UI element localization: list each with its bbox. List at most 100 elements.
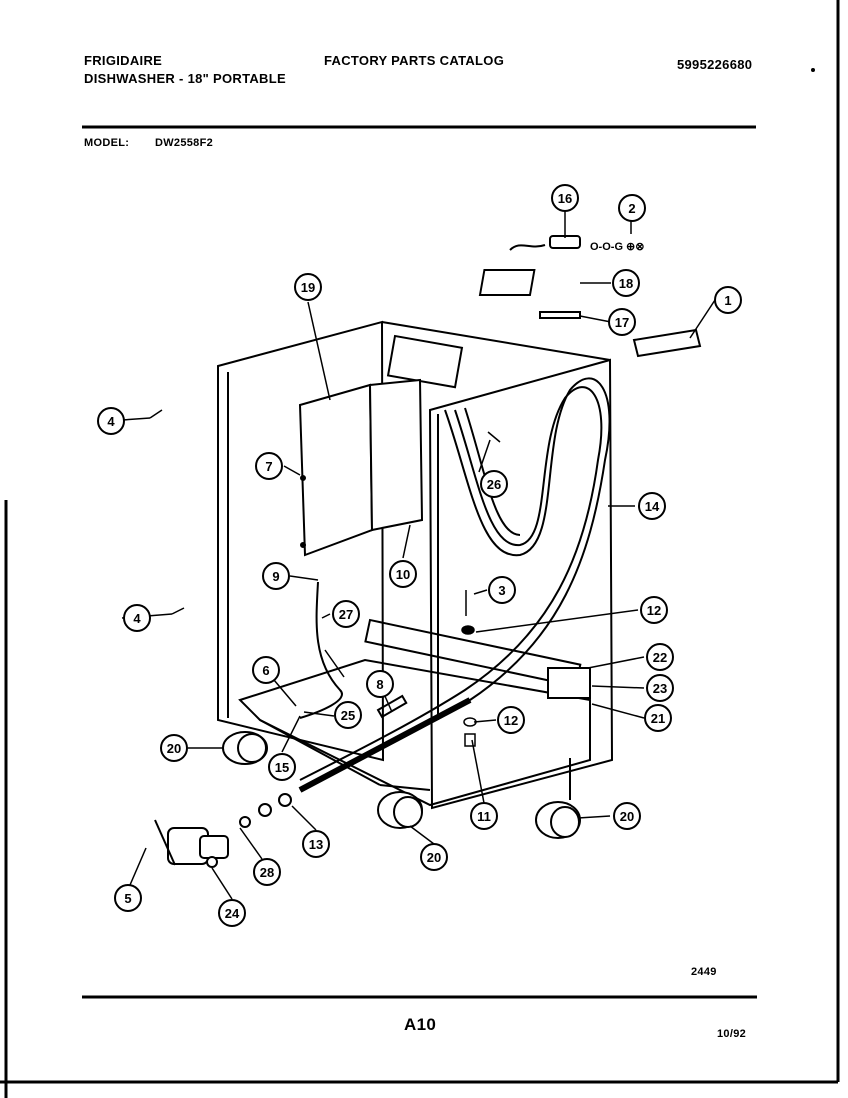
- callout-number: 13: [309, 837, 323, 852]
- callout-circle: [123, 604, 151, 632]
- callout-number: 14: [645, 499, 660, 514]
- callout-circle: [551, 184, 579, 212]
- svg-text:O-O-G ⊕⊗: O-O-G ⊕⊗: [590, 241, 644, 253]
- callout-number: 6: [262, 663, 269, 678]
- callout-number: 21: [651, 711, 665, 726]
- callout-circle: [218, 899, 246, 927]
- callout-number: 5: [124, 891, 131, 906]
- callout-number: 11: [477, 809, 491, 824]
- callout-circle: [253, 858, 281, 886]
- callout-number: 4: [107, 414, 115, 429]
- callout-number: 15: [275, 760, 289, 775]
- callout-circle: [608, 308, 636, 336]
- callout-28: 28: [253, 858, 281, 886]
- callout-number: 18: [619, 276, 633, 291]
- callout-circle: [252, 656, 280, 684]
- callout-1: 1: [714, 286, 742, 314]
- callout-circle: [640, 596, 668, 624]
- callout-circle: [618, 194, 646, 222]
- callout-circle: [488, 576, 516, 604]
- callout-circle: [97, 407, 125, 435]
- callout-number: 22: [653, 650, 667, 665]
- callout-number: 7: [265, 459, 272, 474]
- callout-circle: [470, 802, 498, 830]
- callout-number: 12: [647, 603, 661, 618]
- callout-number: 9: [272, 569, 279, 584]
- callout-number: 20: [427, 850, 441, 865]
- callout-8: 8: [366, 670, 394, 698]
- callout-9: 9: [262, 562, 290, 590]
- casters: [222, 731, 581, 839]
- callout-13: 13: [302, 830, 330, 858]
- callout-12: 12: [497, 706, 525, 734]
- callout-number: 10: [396, 567, 410, 582]
- callout-circle: [612, 269, 640, 297]
- callout-number: 19: [301, 280, 315, 295]
- callout-circle: [366, 670, 394, 698]
- callout-2: 2: [618, 194, 646, 222]
- callout-number: 8: [376, 677, 383, 692]
- callout-circle: [114, 884, 142, 912]
- callout-21: 21: [644, 704, 672, 732]
- callout-circle: [480, 470, 508, 498]
- callout-15: 15: [268, 753, 296, 781]
- callout-circle: [613, 802, 641, 830]
- figure-number: 2449: [691, 966, 717, 978]
- callout-number: 24: [225, 906, 240, 921]
- callout-number: 16: [558, 191, 572, 206]
- callout-circle: [160, 734, 188, 762]
- screws: [149, 409, 501, 747]
- corner-dot: [811, 68, 815, 72]
- callout-number: 12: [504, 713, 518, 728]
- water-valve: [154, 793, 292, 868]
- callout-10: 10: [389, 560, 417, 588]
- callout-number: 1: [724, 293, 731, 308]
- callout-number: 25: [341, 708, 355, 723]
- callout-22: 22: [646, 643, 674, 671]
- callout-number: 2: [628, 201, 635, 216]
- callout-number: 20: [620, 809, 634, 824]
- model-label: MODEL:: [84, 137, 130, 149]
- callout-16: 16: [551, 184, 579, 212]
- callout-circle: [497, 706, 525, 734]
- callout-3: 3: [488, 576, 516, 604]
- callout-4: 4: [123, 604, 151, 632]
- callout-circle: [334, 701, 362, 729]
- callout-number: 23: [653, 681, 667, 696]
- callout-26: 26: [480, 470, 508, 498]
- callout-20: 20: [160, 734, 188, 762]
- callout-number: 28: [260, 865, 274, 880]
- callout-circle: [644, 704, 672, 732]
- callout-20: 20: [613, 802, 641, 830]
- callout-number: 17: [615, 315, 629, 330]
- brand-label: FRIGIDAIRE: [84, 53, 163, 68]
- callout-6: 6: [252, 656, 280, 684]
- callout-circle: [255, 452, 283, 480]
- footer-date: 10/92: [717, 1028, 747, 1040]
- catalog-title: FACTORY PARTS CATALOG: [324, 53, 505, 68]
- callout-circle: [262, 562, 290, 590]
- product-label: DISHWASHER - 18" PORTABLE: [84, 71, 286, 86]
- callout-number: 26: [487, 477, 501, 492]
- leader-lines: [121, 208, 716, 900]
- callout-12: 12: [640, 596, 668, 624]
- tubing: [298, 581, 472, 793]
- callout-number: 4: [133, 611, 141, 626]
- callout-27: 27: [332, 600, 360, 628]
- callout-19: 19: [294, 273, 322, 301]
- callout-circle: [646, 643, 674, 671]
- callout-circle: [389, 560, 417, 588]
- callout-circle: [332, 600, 360, 628]
- callout-24: 24: [218, 899, 246, 927]
- page-code: A10: [404, 1015, 437, 1034]
- callout-11: 11: [470, 802, 498, 830]
- callout-circle: [294, 273, 322, 301]
- callout-17: 17: [608, 308, 636, 336]
- callout-circle: [302, 830, 330, 858]
- electrical-parts: O-O-G ⊕⊗: [478, 235, 702, 358]
- callout-4: 4: [97, 407, 125, 435]
- callout-14: 14: [638, 492, 666, 520]
- callout-circle: [646, 674, 674, 702]
